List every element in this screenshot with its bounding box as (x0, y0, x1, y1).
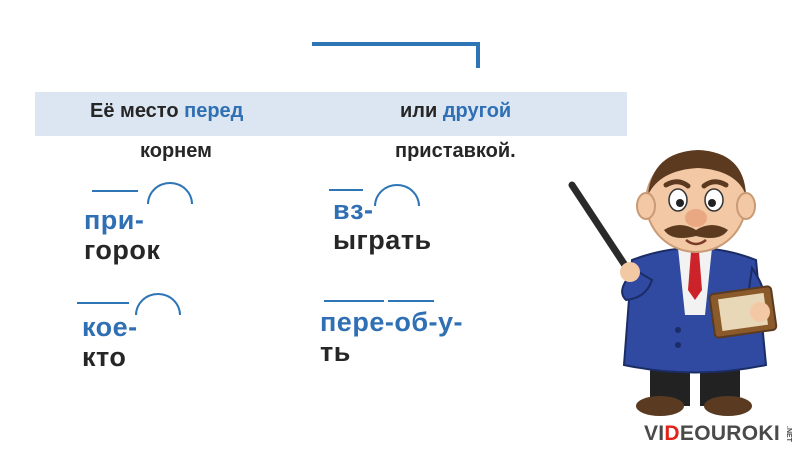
example-word: вз- ыграть (333, 195, 432, 255)
teacher-illustration (568, 150, 778, 416)
rule-line2-right: приставкой. (395, 140, 516, 162)
prefix-mark-icon (329, 189, 363, 191)
root-arc-icon (135, 293, 181, 315)
logo-wordmark: VIDEOUROKI (643, 422, 780, 445)
prefix-mark-icon (92, 190, 138, 192)
prefix-mark-icon (388, 300, 434, 302)
example-word: пере-об-у- ть (320, 307, 463, 367)
example-word: при- горок (84, 205, 161, 265)
rule-line2-left: корнем (140, 140, 212, 162)
rule-line1-right: или другой (400, 100, 512, 122)
prefix-mark-icon (312, 42, 480, 68)
logo-suffix: .NET (785, 426, 792, 442)
example-word: кое- кто (82, 312, 138, 372)
rule-band (35, 92, 627, 136)
rule-line1-left: Её место перед (90, 100, 244, 122)
prefix-mark-icon (324, 300, 384, 302)
root-arc-icon (147, 182, 193, 204)
videouroki-logo: VIDEOUROKI .NET (584, 418, 800, 450)
prefix-mark-icon (77, 302, 129, 304)
